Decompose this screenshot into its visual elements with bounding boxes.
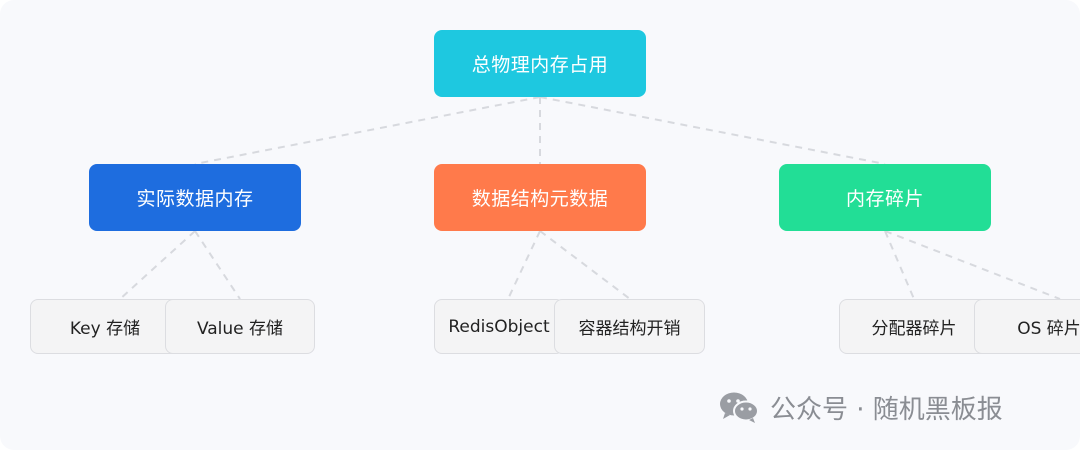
leaf-node-redisobject: RedisObject: [434, 299, 564, 354]
category-node-actual-data: 实际数据内存: [89, 164, 301, 231]
leaf-node-label: Value 存储: [196, 319, 284, 339]
category-node-label: 实际数据内存: [136, 188, 254, 210]
leaf-node-label: 容器结构开销: [578, 319, 681, 339]
connector-actual-value: [194, 230, 241, 300]
leaf-node-os-fragmentation: OS 碎片: [974, 299, 1080, 354]
category-node-label: 数据结构元数据: [471, 188, 609, 210]
leaf-node-container-overhead: 容器结构开销: [554, 299, 705, 354]
leaf-node-label: Key 存储: [69, 319, 141, 339]
category-node-fragmentation: 内存碎片: [779, 164, 991, 231]
category-node-label: 内存碎片: [845, 188, 924, 210]
root-node: 总物理内存占用: [434, 30, 646, 97]
connector-meta-redisobject: [507, 230, 541, 300]
category-node-metadata: 数据结构元数据: [434, 164, 646, 231]
leaf-node-label: OS 碎片: [1017, 319, 1080, 339]
connector-root-frag: [539, 96, 886, 165]
leaf-node-key-storage: Key 存储: [30, 299, 180, 354]
root-node-label: 总物理内存占用: [471, 54, 609, 76]
leaf-node-label: RedisObject: [448, 316, 550, 337]
watermark-text: 公众号 · 随机黑板报: [770, 394, 1003, 425]
leaf-node-label: 分配器碎片: [871, 319, 957, 339]
connector-actual-key: [119, 230, 196, 300]
leaf-node-value-storage: Value 存储: [165, 299, 315, 354]
watermark: 公众号 · 随机黑板报: [718, 385, 1003, 429]
connector-root-actual: [194, 96, 541, 165]
connector-meta-container: [539, 230, 631, 300]
leaf-node-allocator-fragmentation: 分配器碎片: [839, 299, 989, 354]
connector-frag-os: [884, 230, 1061, 300]
wechat-icon: [720, 392, 759, 423]
